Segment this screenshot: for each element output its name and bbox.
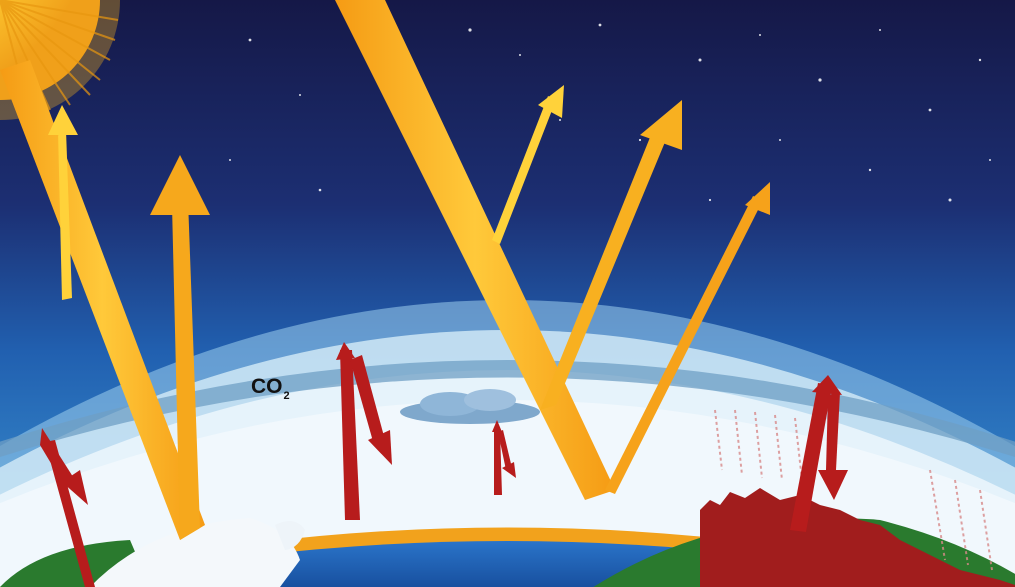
infrared-haze [714,409,993,571]
ice-cap-small [275,521,305,550]
reflected-sunlight [48,85,770,540]
ice-cap [90,518,300,587]
co2-main-text: CO [251,375,283,398]
earth [0,488,1015,587]
sun-beam-left [0,60,205,540]
ir-arrow-left [45,440,95,587]
stars [229,23,991,202]
greenhouse-gas-band [0,360,1015,458]
ir-arrow-2 [340,350,360,520]
co2-subscript: 2 [283,390,290,402]
co2-label: CO2 [251,375,290,402]
ir-arrow-right [790,383,832,532]
infrared-arrows [40,342,848,587]
incoming-sunlight [0,0,615,540]
city-silhouette [700,488,1015,587]
ir-arrow-3 [494,430,502,495]
sun-beam-main [335,0,615,500]
cloud-icon [400,389,540,424]
